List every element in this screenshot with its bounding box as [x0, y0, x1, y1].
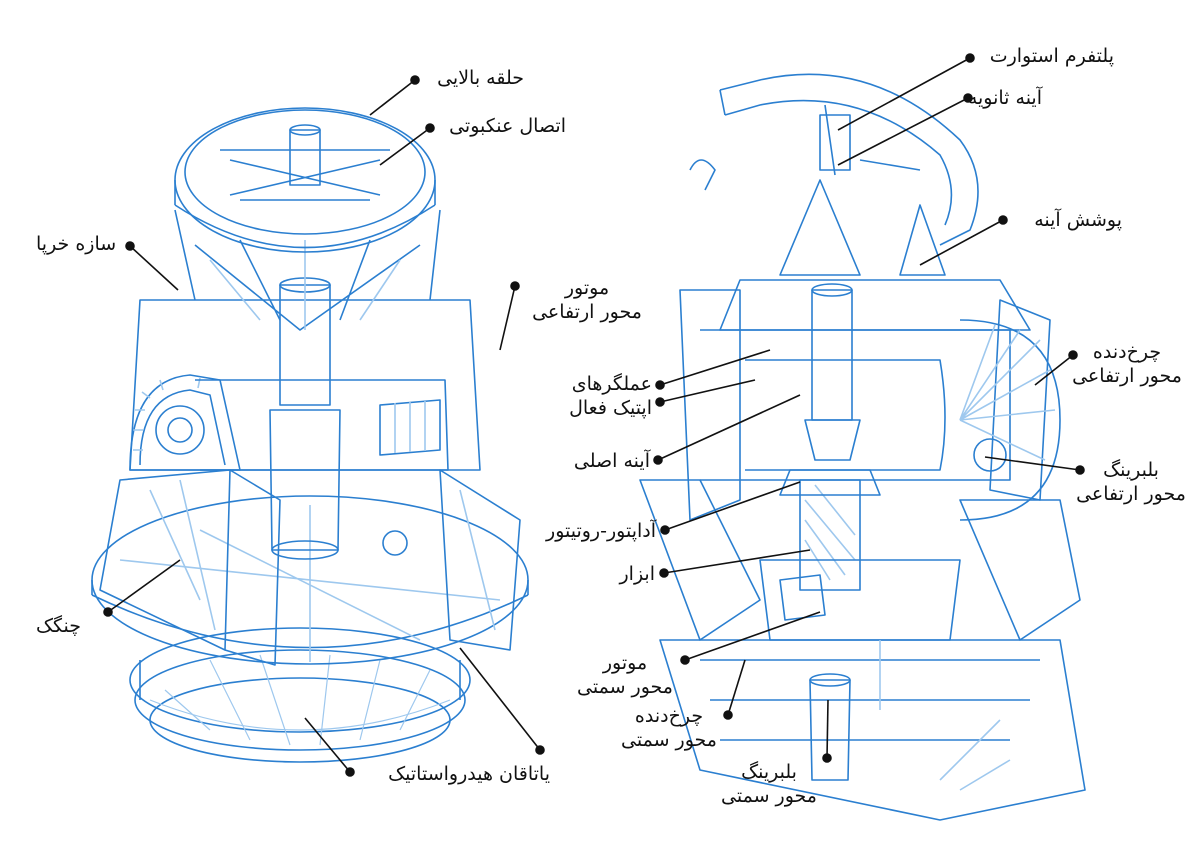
leader-actuators	[655, 349, 771, 407]
label-alt-gear: چرخ‌دنده محور ارتفاعی	[1062, 340, 1192, 388]
right-alt-gear	[959, 319, 1061, 521]
right-body	[679, 289, 1051, 521]
leader-truss	[125, 241, 179, 291]
leader-az-motor	[680, 611, 821, 665]
leader-primary	[653, 394, 801, 465]
label-az-motor-line1: موتور	[602, 652, 648, 674]
label-alt-gear-line1: چرخ‌دنده	[1092, 341, 1162, 363]
label-alt-bearing: بلبرینگ محور ارتفاعی	[1066, 458, 1196, 506]
label-az-gear-line1: چرخ‌دنده	[634, 705, 704, 727]
label-platform: پلتفرم استوارت	[989, 45, 1114, 67]
label-az-bearing: بلبرینگ محور سمتی	[704, 760, 834, 808]
label-alt-gear-line2: محور ارتفاعی	[1072, 365, 1182, 387]
left-yoke	[129, 277, 481, 560]
label-az-motor-line2: محور سمتی	[577, 676, 673, 698]
label-az-gear-line2: محور سمتی	[621, 729, 717, 751]
label-actuators-line2: اپتیک فعال	[569, 397, 652, 419]
label-alt-motor-line1: موتور	[564, 277, 610, 299]
left-top-ring	[174, 107, 436, 253]
label-primary: آینه اصلی	[573, 450, 650, 472]
label-adapter: آداپتور-روتیتور	[546, 520, 656, 542]
right-top-ring	[719, 73, 979, 246]
leader-top-ring	[369, 75, 420, 116]
leader-adapter	[660, 481, 801, 535]
leader-spider	[379, 123, 435, 166]
label-hydrostatic: یاتاقان هیدرواستاتیک	[388, 763, 550, 785]
label-instrument: ابزار	[619, 563, 655, 585]
right-primary-tube	[804, 283, 861, 461]
left-base-ring	[129, 627, 471, 763]
right-telescope-drawing	[639, 73, 1086, 821]
left-disc	[91, 495, 529, 665]
label-alt-motor-line2: محور ارتفاعی	[532, 301, 642, 323]
leader-alt-bearing	[984, 456, 1085, 475]
label-az-motor: موتور محور سمتی	[560, 651, 690, 699]
leader-hydrostatic-2	[459, 647, 545, 755]
leader-alt-motor	[499, 281, 520, 351]
left-telescope-drawing	[91, 107, 529, 763]
label-actuators-line1: عملگرهای	[571, 373, 652, 395]
right-mirror-cover	[719, 179, 1031, 331]
label-actuators: عملگرهای اپتیک فعال	[569, 372, 652, 420]
label-secondary: آینه ثانویه	[967, 87, 1042, 109]
leader-secondary	[837, 93, 973, 166]
left-fork	[99, 469, 521, 666]
leader-az-gear	[723, 659, 746, 720]
label-az-gear: چرخ‌دنده محور سمتی	[604, 704, 734, 752]
label-mirror-cover: پوشش آینه	[1034, 209, 1122, 231]
leader-platform	[837, 53, 975, 131]
leader-fork	[103, 559, 181, 617]
label-truss: سازه خرپا	[36, 233, 117, 255]
label-az-bearing-line2: محور سمتی	[721, 785, 817, 807]
right-az-base	[659, 159, 1086, 821]
label-spider: اتصال عنکبوتی	[449, 115, 566, 137]
label-alt-bearing-line2: محور ارتفاعی	[1076, 483, 1186, 505]
label-fork: چنگک	[36, 615, 81, 637]
label-top-ring: حلقه بالایی	[437, 67, 524, 89]
left-truss	[174, 209, 441, 331]
left-alt-gear	[129, 374, 241, 471]
label-alt-bearing-line1: بلبرینگ	[1103, 459, 1159, 481]
right-instrument	[779, 469, 881, 591]
leader-alt-gear	[1034, 350, 1078, 386]
leader-mirror-cover	[919, 215, 1008, 266]
leader-instrument	[659, 549, 811, 578]
leader-hydrostatic	[304, 717, 355, 777]
label-az-bearing-line1: بلبرینگ	[741, 761, 797, 783]
leader-az-bearing	[822, 699, 832, 763]
label-alt-motor: موتور محور ارتفاعی	[522, 276, 652, 324]
